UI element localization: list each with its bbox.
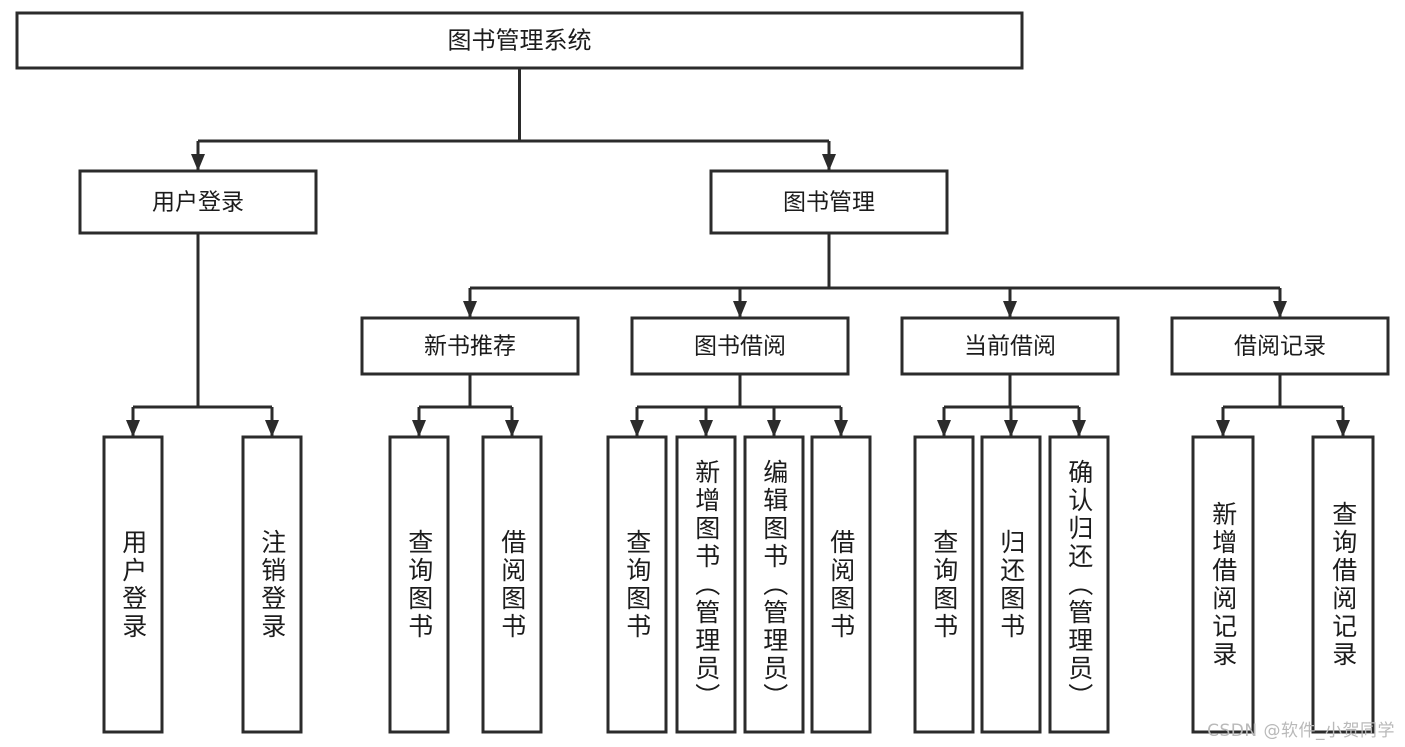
node-label-root: 图书管理系统 bbox=[448, 27, 592, 55]
node-label-current-borrow: 当前借阅 bbox=[964, 334, 1056, 360]
node-box-leaf-query-book-borrow[interactable] bbox=[606, 435, 668, 734]
arrow-head-icon bbox=[463, 301, 477, 318]
node-box-user-login[interactable] bbox=[78, 169, 318, 235]
arrow-head-icon bbox=[191, 154, 205, 171]
node-box-leaf-borrow-book-rec[interactable] bbox=[481, 435, 543, 734]
node-box-leaf-borrow-book[interactable] bbox=[810, 435, 872, 734]
node-box-leaf-return-book[interactable] bbox=[980, 435, 1042, 734]
node-box-leaf-add-book-admin[interactable] bbox=[675, 435, 737, 734]
arrow-head-icon bbox=[505, 420, 519, 437]
node-box-leaf-add-borrow-record[interactable] bbox=[1191, 435, 1255, 734]
node-box-root[interactable] bbox=[15, 11, 1024, 70]
arrow-head-icon bbox=[822, 154, 836, 171]
arrow-head-icon bbox=[699, 420, 713, 437]
node-box-leaf-query-borrow-record[interactable] bbox=[1311, 435, 1375, 734]
node-box-leaf-confirm-return-admin[interactable] bbox=[1048, 435, 1110, 734]
node-label-user-login: 用户登录 bbox=[152, 190, 244, 216]
node-label-book-manage: 图书管理 bbox=[783, 190, 875, 216]
arrow-head-icon bbox=[1336, 420, 1350, 437]
arrow-head-icon bbox=[412, 420, 426, 437]
arrow-head-icon bbox=[1004, 420, 1018, 437]
node-label-book-borrow: 图书借阅 bbox=[694, 334, 786, 360]
node-box-leaf-query-book-cur[interactable] bbox=[913, 435, 975, 734]
arrow-head-icon bbox=[630, 420, 644, 437]
node-box-leaf-edit-book-admin[interactable] bbox=[743, 435, 805, 734]
node-box-leaf-query-book-rec[interactable] bbox=[388, 435, 450, 734]
node-box-leaf-user-logout[interactable] bbox=[241, 435, 303, 734]
arrow-head-icon bbox=[1072, 420, 1086, 437]
arrow-head-icon bbox=[1003, 301, 1017, 318]
arrow-head-icon bbox=[767, 420, 781, 437]
node-box-current-borrow[interactable] bbox=[900, 316, 1120, 376]
arrow-head-icon bbox=[834, 420, 848, 437]
connector-layer bbox=[126, 68, 1350, 437]
arrow-head-icon bbox=[265, 420, 279, 437]
csdn-watermark: CSDN @软件_小贺同学 bbox=[1207, 721, 1395, 741]
node-box-layer bbox=[15, 11, 1390, 734]
node-label-borrow-record: 借阅记录 bbox=[1234, 334, 1326, 360]
arrow-head-icon bbox=[1216, 420, 1230, 437]
node-box-borrow-record[interactable] bbox=[1170, 316, 1390, 376]
node-box-leaf-user-login[interactable] bbox=[102, 435, 164, 734]
node-label-new-book-recommend: 新书推荐 bbox=[424, 334, 516, 360]
node-box-new-book-recommend[interactable] bbox=[360, 316, 580, 376]
node-box-book-borrow[interactable] bbox=[630, 316, 850, 376]
arrow-head-icon bbox=[733, 301, 747, 318]
arrow-head-icon bbox=[1273, 301, 1287, 318]
arrow-head-icon bbox=[126, 420, 140, 437]
arrow-head-icon bbox=[937, 420, 951, 437]
node-box-book-manage[interactable] bbox=[709, 169, 949, 235]
